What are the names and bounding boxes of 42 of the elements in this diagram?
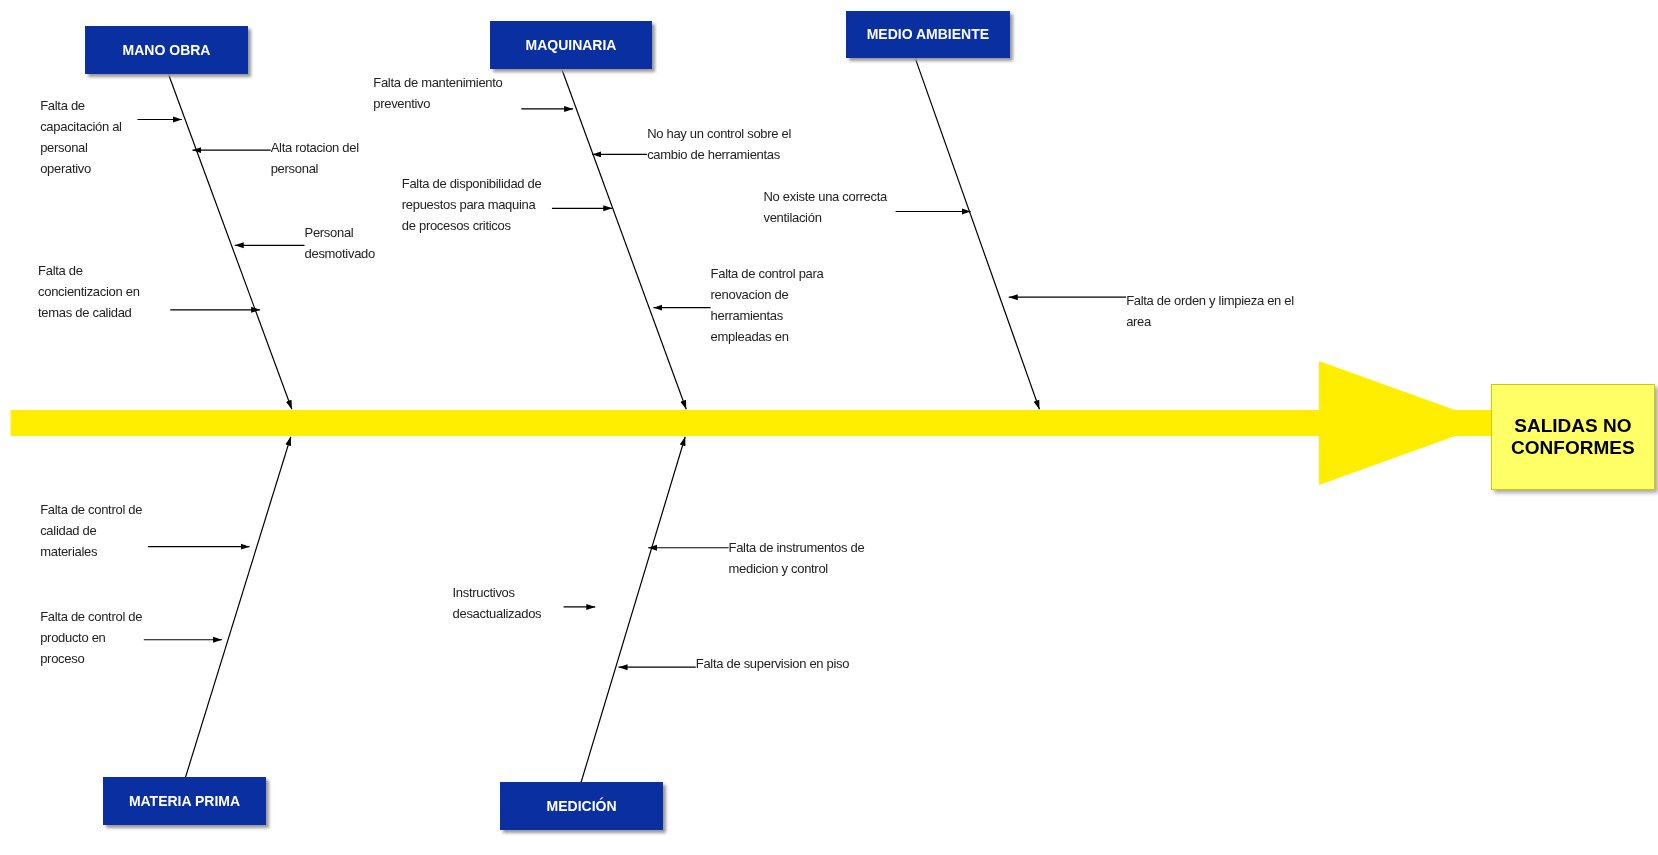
arrow	[551, 205, 613, 212]
category-box: MANO OBRA	[84, 26, 249, 74]
bone-arrow	[580, 436, 686, 784]
bone-arrow	[914, 57, 1040, 410]
cause-text: No existe una correcta ventilación	[763, 186, 896, 229]
effect-box: SALIDAS NO CONFORMES	[1490, 383, 1655, 490]
cause-text: Falta de supervision en piso	[695, 653, 908, 675]
bone-arrow	[167, 73, 293, 410]
cause-text: Instructivos desactualizados	[452, 581, 564, 624]
arrow	[563, 603, 596, 610]
cause-text: Falta de control de producto en proceso	[40, 605, 144, 669]
cause-text: Falta de orden y limpieza en el area	[1126, 289, 1317, 332]
category-box: MEDIO AMBIENTE	[845, 10, 1010, 59]
arrow	[1008, 294, 1127, 301]
category-box: MEDICIÓN	[500, 782, 663, 831]
arrow	[618, 664, 697, 671]
bone-arrow	[561, 68, 687, 410]
arrow	[895, 208, 972, 215]
arrow	[234, 242, 306, 249]
arrow	[520, 105, 574, 112]
spine-arrow	[10, 360, 1491, 485]
cause-text: Falta de mantenimiento preventivo	[373, 71, 522, 114]
cause-text: Falta de instrumentos de medicion y control	[728, 537, 866, 580]
bone-arrow	[184, 436, 292, 778]
arrow	[652, 304, 712, 311]
category-box: MAQUINARIA	[489, 21, 653, 69]
cause-text: Falta de control de calidad de materiales	[40, 499, 148, 563]
cause-text: Falta de control para renovacion de herramientas empleadas en	[710, 263, 846, 348]
cause-text: No hay un control sobre el cambio de herramientas	[647, 122, 806, 165]
arrow	[647, 544, 730, 551]
arrow	[591, 151, 648, 158]
cause-text: Falta de concientizacion en temas de calidad	[38, 260, 171, 324]
arrow	[136, 116, 183, 123]
cause-text: Alta rotacion del personal	[270, 137, 375, 180]
cause-text: Falta de capacitación al personal operativo	[40, 95, 138, 180]
cause-text: Personal desmotivado	[304, 222, 398, 265]
category-box: MATERIA PRIMA	[102, 777, 267, 825]
arrow	[147, 543, 251, 550]
cause-text: Falta de disponibilidad de repuestos para maquina de procesos criticos	[401, 173, 552, 237]
arrow	[191, 147, 272, 154]
arrow	[169, 306, 261, 313]
arrow	[143, 636, 223, 643]
